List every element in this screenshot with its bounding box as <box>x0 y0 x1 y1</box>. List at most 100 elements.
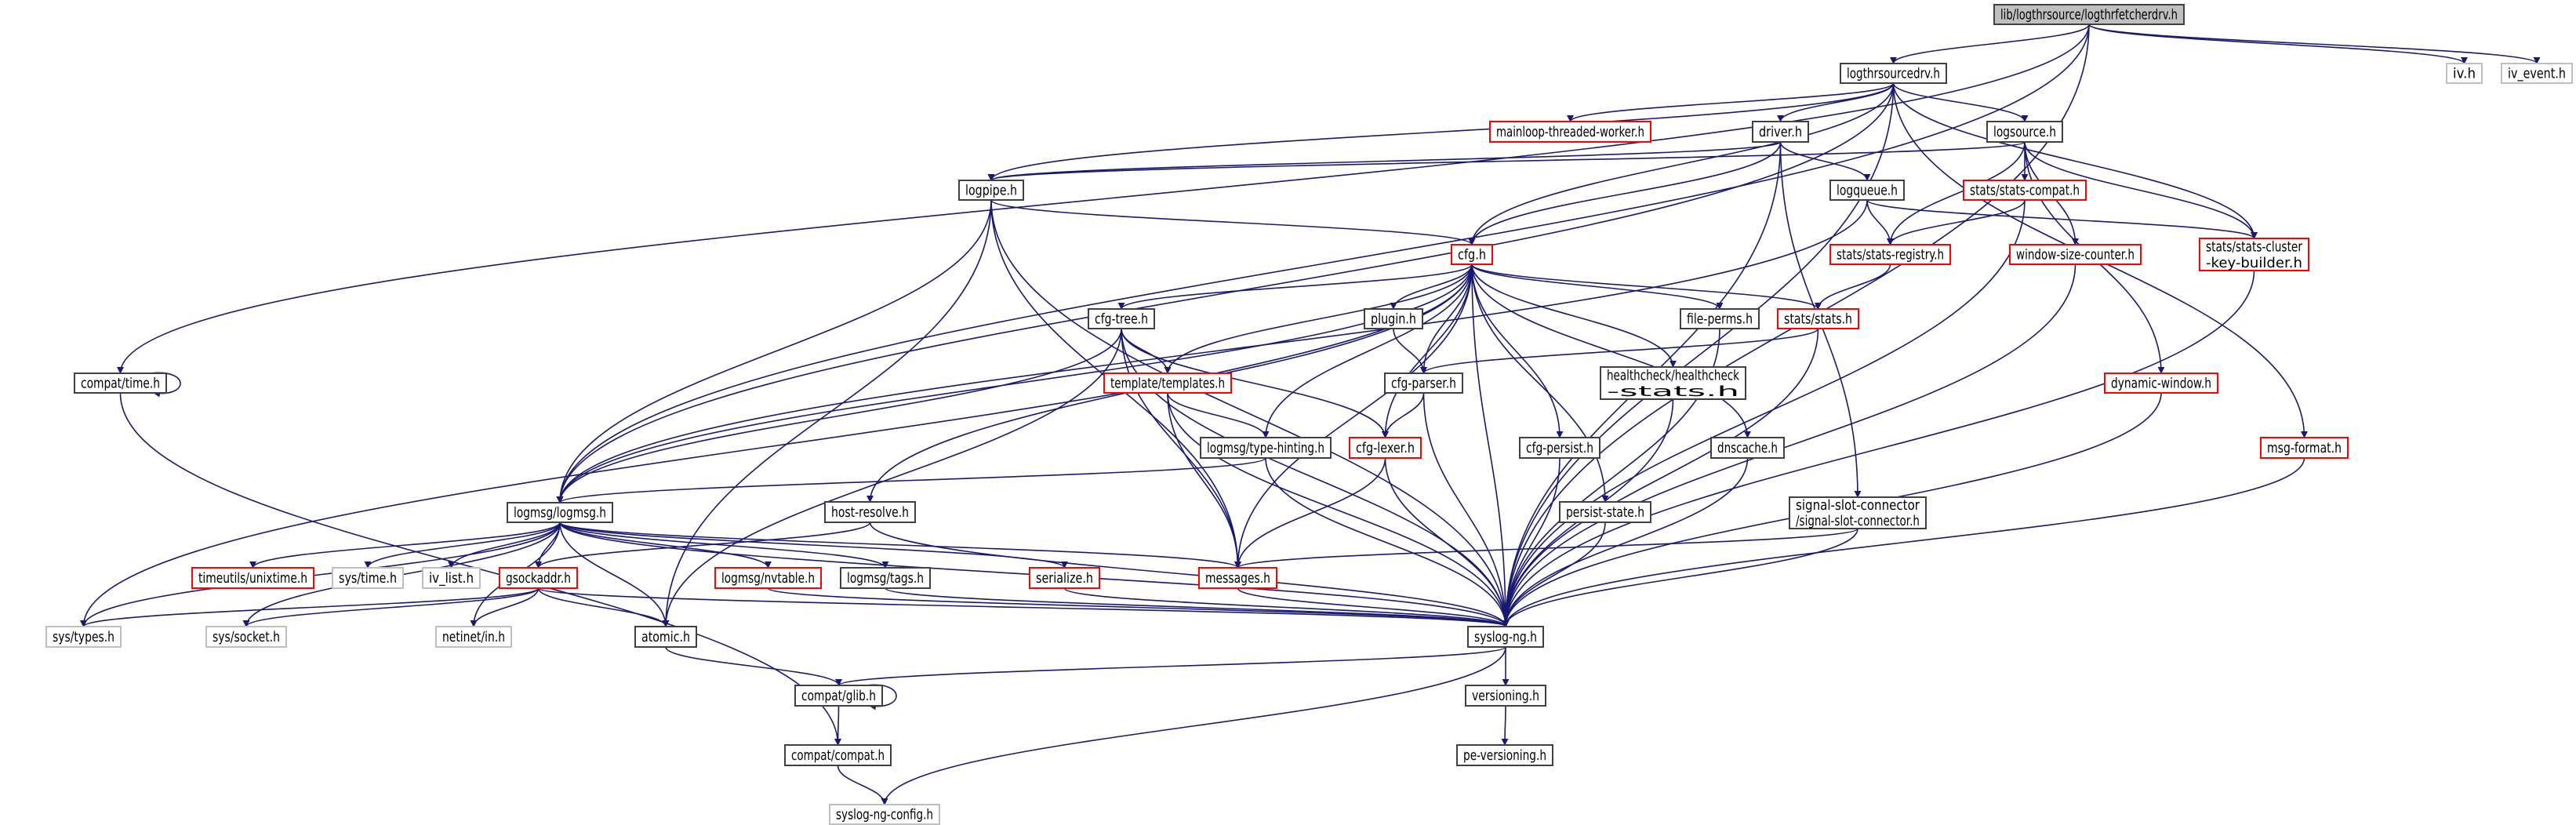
edge-root-to-compat_time <box>117 24 2090 374</box>
node-box <box>1200 437 1332 459</box>
node-messages[interactable]: messages.h <box>1198 567 1277 589</box>
edge-logthrsourcedrv-to-cluster_key_builder <box>1892 82 2258 239</box>
edge-cfg-to-healthcheck <box>1471 263 1677 368</box>
edge-stats_compat-to-syslog_ng <box>1502 199 2026 627</box>
node-plugin[interactable]: plugin.h <box>1364 308 1423 329</box>
edge-cfg-to-cfg_parser <box>1420 263 1473 374</box>
node-box <box>2446 63 2483 84</box>
node-templates[interactable]: template/templates.h <box>1103 373 1232 394</box>
node-cfg[interactable]: cfg.h <box>1451 244 1493 265</box>
edge-cfg_persist-to-syslog_ng <box>1502 457 1560 627</box>
node-stats-registry[interactable]: stats/stats-registry.h <box>1829 244 1951 265</box>
edge-templates-to-messages <box>1167 392 1241 569</box>
node-stats[interactable]: stats/stats.h <box>1777 308 1859 329</box>
node-file-perms[interactable]: file-perms.h <box>1680 308 1760 329</box>
node-logmsg[interactable]: logmsg/logmsg.h <box>507 502 613 523</box>
node-netinet-in: netinet/in.h <box>435 626 512 648</box>
node-cfg-tree[interactable]: cfg-tree.h <box>1088 308 1155 329</box>
node-host-resolve[interactable]: host-resolve.h <box>824 501 916 523</box>
node-driver[interactable]: driver.h <box>1752 121 1809 143</box>
edge-cluster_key_builder-to-syslog_ng <box>1502 270 2255 627</box>
node-type-hinting[interactable]: logmsg/type-hinting.h <box>1200 437 1332 459</box>
node-logpipe[interactable]: logpipe.h <box>958 180 1024 201</box>
edge-driver-to-cfg <box>1468 141 1782 245</box>
edge-logmsg-to-iv_list <box>448 522 561 569</box>
node-box <box>1519 437 1600 459</box>
node-sys-socket: sys/socket.h <box>205 626 287 648</box>
node-logthrsourcedrv[interactable]: logthrsourcedrv.h <box>1840 63 1947 84</box>
node-box <box>794 685 883 707</box>
edge-dnscache-to-syslog_ng <box>1502 457 1749 627</box>
edge-gsockaddr-to-netinet_in <box>470 587 540 627</box>
node-box <box>2009 244 2142 265</box>
node-label: messages.h <box>1205 570 1270 587</box>
edge-gsockaddr-to-sys_socket <box>242 587 540 627</box>
edge-templates-to-type_hinting <box>1167 392 1270 438</box>
node-label: -stats.h <box>1607 383 1739 400</box>
node-cfg-persist[interactable]: cfg-persist.h <box>1519 437 1600 459</box>
node-syslog-ng[interactable]: syslog-ng.h <box>1467 626 1544 648</box>
node-label: syslog-ng.h <box>1474 629 1537 645</box>
node-serialize[interactable]: serialize.h <box>1029 567 1100 589</box>
node-logqueue[interactable]: logqueue.h <box>1829 180 1905 201</box>
node-signal-slot[interactable]: signal-slot-connector/signal-slot-connec… <box>1789 496 1927 529</box>
node-logsource[interactable]: logsource.h <box>1986 121 2063 143</box>
node-label: logpipe.h <box>965 183 1017 199</box>
node-label: pe-versioning.h <box>1463 747 1546 764</box>
node-versioning[interactable]: versioning.h <box>1465 685 1546 707</box>
node-cluster-key-builder[interactable]: stats/stats-cluster-key-builder.h <box>2199 238 2309 271</box>
edge-type_hinting-to-syslog_ng <box>1265 457 1510 627</box>
node-label: compat/time.h <box>81 376 160 392</box>
node-box <box>1198 567 1277 589</box>
node-iv-event: iv_event.h <box>2501 63 2573 84</box>
node-cfg-lexer[interactable]: cfg-lexer.h <box>1349 437 1422 459</box>
node-box <box>1963 180 2087 201</box>
edge-logqueue-to-logmsg <box>556 199 1868 503</box>
node-label: netinet/in.h <box>442 629 505 645</box>
node-pe-versioning[interactable]: pe-versioning.h <box>1456 744 1553 766</box>
node-unixtime[interactable]: timeutils/unixtime.h <box>191 567 314 589</box>
node-label: timeutils/unixtime.h <box>198 570 307 587</box>
node-box <box>45 626 122 648</box>
node-dnscache[interactable]: dnscache.h <box>1710 437 1785 459</box>
node-compat-time[interactable]: compat/time.h <box>74 373 167 394</box>
edge-tags-to-syslog_ng <box>885 587 1510 627</box>
node-atomic[interactable]: atomic.h <box>634 626 697 648</box>
node-persist-state[interactable]: persist-state.h <box>1559 501 1651 523</box>
edge-compat_compat-to-syslog_ng_config <box>837 765 888 805</box>
edge-driver-to-logqueue <box>1779 141 1871 181</box>
edge-logqueue-to-cluster_key_builder <box>1866 199 2258 239</box>
node-box <box>1029 567 1100 589</box>
edge-cfg-to-templates <box>1164 263 1473 374</box>
node-nvtable[interactable]: logmsg/nvtable.h <box>714 567 822 589</box>
edge-root-to-logthrsourcedrv <box>1890 24 2090 64</box>
node-mainloop[interactable]: mainloop-threaded-worker.h <box>1489 121 1651 143</box>
node-compat-glib[interactable]: compat/glib.h <box>794 685 883 707</box>
edge-logpipe-to-logmsg <box>556 199 992 503</box>
node-stats-compat[interactable]: stats/stats-compat.h <box>1963 180 2087 201</box>
node-cfg-parser[interactable]: cfg-parser.h <box>1384 373 1463 394</box>
edge-logmsg-to-serialize <box>559 522 1068 569</box>
node-box <box>74 373 167 394</box>
edge-syslog_ng-to-compat_glib <box>835 646 1506 686</box>
node-msg-format[interactable]: msg-format.h <box>2260 437 2349 459</box>
node-box <box>1710 437 1785 459</box>
edge-stats-to-syslog_ng <box>1502 328 1819 627</box>
edge-type_hinting-to-logmsg <box>556 457 1266 503</box>
edge-root-to-logmsg <box>556 24 2090 503</box>
node-compat-compat[interactable]: compat/compat.h <box>784 744 892 766</box>
node-label: atomic.h <box>641 629 690 645</box>
node-box <box>958 180 1024 201</box>
node-window-size-counter[interactable]: window-size-counter.h <box>2009 244 2142 265</box>
node-gsockaddr[interactable]: gsockaddr.h <box>499 567 578 589</box>
node-dynamic-window[interactable]: dynamic-window.h <box>2104 373 2218 394</box>
node-healthcheck[interactable]: healthcheck/healthcheck-stats.h <box>1600 366 1746 400</box>
edge-stats-to-cfg_parser <box>1420 328 1819 374</box>
edge-cfg-to-file_perms <box>1471 263 1724 310</box>
node-label: mainloop-threaded-worker.h <box>1496 124 1644 140</box>
node-box <box>784 744 892 766</box>
node-label: compat/compat.h <box>791 747 885 764</box>
node-tags[interactable]: logmsg/tags.h <box>840 567 931 589</box>
edge-cfg_tree-to-atomic <box>662 328 1122 627</box>
